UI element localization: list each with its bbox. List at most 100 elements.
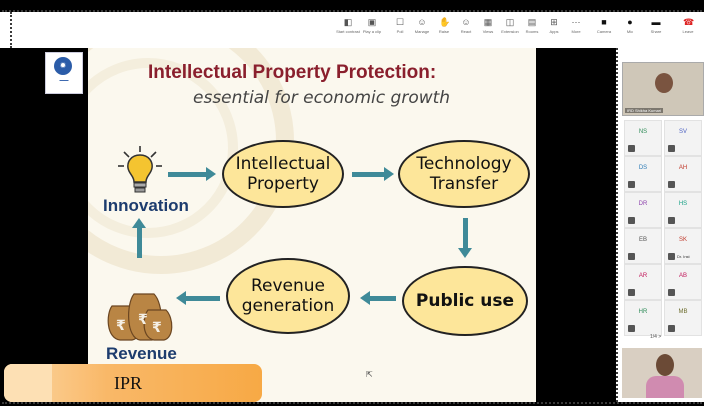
participant-tile[interactable]: AR bbox=[624, 264, 662, 300]
arrowhead-right-2 bbox=[384, 167, 394, 181]
public-use-node: Public use bbox=[402, 266, 528, 336]
gear-emblem-icon: ✹ bbox=[54, 57, 72, 75]
muted-mic-icon bbox=[668, 325, 675, 332]
muted-mic-icon bbox=[668, 253, 675, 260]
svg-text:₹: ₹ bbox=[138, 312, 148, 328]
participant-name: Dr. Inst bbox=[677, 254, 690, 259]
share-icon: ▬ bbox=[651, 17, 661, 27]
host-video-tile[interactable]: IRD Shikha Kumari bbox=[622, 62, 704, 116]
mouse-cursor-icon: ⇱ bbox=[366, 370, 373, 379]
leave-icon: ☎ bbox=[683, 17, 695, 27]
innovation-label: Innovation bbox=[103, 196, 189, 215]
participants-panel: IRD Shikha Kumari NS SV DS AH DR HS EB S… bbox=[616, 48, 704, 402]
participant-tile[interactable]: HS bbox=[664, 192, 702, 228]
muted-mic-icon bbox=[628, 181, 635, 188]
toolbar-apps-button[interactable]: ⊞Apps bbox=[549, 17, 559, 35]
arrowhead-left-1 bbox=[360, 291, 370, 305]
camera-icon: ■ bbox=[601, 17, 607, 27]
toolbar-poll-button[interactable]: ☐Poll bbox=[395, 17, 405, 35]
arrowhead-down bbox=[458, 248, 472, 258]
arrow-ip-to-tt bbox=[352, 172, 386, 177]
participant-tile[interactable]: DR bbox=[624, 192, 662, 228]
rev-line2: generation bbox=[241, 296, 335, 316]
mic-icon: ● bbox=[627, 17, 633, 27]
meeting-toolbar: ◧Start contrast ▣Play a clip ☐Poll ☺Mana… bbox=[0, 12, 704, 48]
participant-tile[interactable]: AH bbox=[664, 156, 702, 192]
revenue-label: Revenue bbox=[106, 344, 177, 363]
arrow-revgen-to-revenue bbox=[186, 296, 220, 301]
slide-subtitle: essential for economic growth bbox=[193, 88, 451, 108]
apps-icon: ⊞ bbox=[550, 17, 558, 27]
slide-background-swirl-inner bbox=[88, 58, 238, 238]
rooms-icon: ▤ bbox=[527, 17, 537, 27]
smile-icon: ☺ bbox=[461, 17, 471, 27]
tt-line2: Transfer bbox=[429, 174, 499, 194]
participant-tile[interactable]: MB bbox=[664, 300, 702, 336]
muted-mic-icon bbox=[668, 217, 675, 224]
participant-tile[interactable]: NS bbox=[624, 120, 662, 156]
money-bags-icon: ₹ ₹ ₹ bbox=[107, 293, 173, 341]
participant-initials: AB bbox=[678, 273, 687, 279]
arrow-revenue-to-innovation bbox=[137, 228, 142, 258]
participant-tile[interactable]: SK Dr. Inst bbox=[664, 228, 702, 264]
toolbar-leave-button[interactable]: ☎Leave bbox=[682, 17, 695, 35]
toolbar-share-button[interactable]: ▬Share bbox=[650, 17, 662, 35]
toolbar-mic-button[interactable]: ●Mic bbox=[626, 17, 634, 35]
self-view-video[interactable] bbox=[622, 348, 702, 398]
tt-line1: Technology bbox=[416, 154, 512, 174]
institute-logo: ✹ ▬▬▬ bbox=[45, 52, 83, 94]
toolbar-manage-button[interactable]: ☺Manage bbox=[414, 17, 430, 35]
muted-mic-icon bbox=[668, 181, 675, 188]
participant-initials: EB bbox=[638, 237, 647, 243]
grid-icon: ▦ bbox=[483, 17, 493, 27]
contrast-icon: ◧ bbox=[343, 17, 353, 27]
participant-initials: SK bbox=[678, 237, 687, 243]
participant-initials: DS bbox=[638, 165, 648, 171]
participant-tile[interactable]: SV bbox=[664, 120, 702, 156]
participant-tile[interactable]: AB bbox=[664, 264, 702, 300]
muted-mic-icon bbox=[668, 289, 675, 296]
participant-pager[interactable]: 1/4 > bbox=[650, 334, 662, 340]
toolbar-react-button[interactable]: ☺React bbox=[460, 17, 472, 35]
top-border bbox=[2, 10, 702, 12]
participant-initials: AR bbox=[638, 273, 648, 279]
participant-initials: MB bbox=[678, 309, 688, 315]
muted-mic-icon bbox=[628, 253, 635, 260]
toolbar-contrast-button[interactable]: ◧Start contrast bbox=[336, 17, 360, 35]
toolbar-clip-button[interactable]: ▣Play a clip bbox=[362, 17, 382, 35]
participant-initials: HR bbox=[638, 309, 648, 315]
toolbar-rooms-button[interactable]: ▤Rooms bbox=[525, 17, 539, 35]
toolbar-camera-button[interactable]: ■Camera bbox=[596, 17, 612, 35]
self-view-avatar bbox=[656, 354, 674, 376]
host-name: IRD Shikha Kumari bbox=[625, 108, 664, 113]
participant-initials: SV bbox=[678, 129, 687, 135]
ip-line1: Intellectual bbox=[235, 154, 331, 174]
participant-tile[interactable]: DS bbox=[624, 156, 662, 192]
toolbar-edge bbox=[0, 12, 12, 48]
participant-initials: DR bbox=[638, 201, 648, 207]
participant-tile[interactable]: EB bbox=[624, 228, 662, 264]
muted-mic-icon bbox=[628, 325, 635, 332]
toolbar-more-button[interactable]: ⋯More bbox=[571, 17, 581, 35]
rev-line1: Revenue bbox=[250, 276, 326, 296]
participant-tile[interactable]: HR bbox=[624, 300, 662, 336]
arrowhead-up bbox=[132, 218, 146, 228]
slide-title: Intellectual Property Protection: bbox=[148, 62, 437, 83]
toolbar-views-button[interactable]: ▦Views bbox=[482, 17, 494, 35]
svg-text:₹: ₹ bbox=[152, 320, 162, 336]
participant-initials: HS bbox=[678, 201, 688, 207]
lightbulb-icon bbox=[118, 146, 162, 193]
clip-icon: ▣ bbox=[367, 17, 377, 27]
host-avatar bbox=[655, 73, 673, 93]
toolbar-extension-button[interactable]: ◫Extension bbox=[501, 17, 519, 35]
caption-banner-edge bbox=[4, 364, 52, 402]
muted-mic-icon bbox=[668, 145, 675, 152]
extension-icon: ◫ bbox=[505, 17, 515, 27]
toolbar-raise-button[interactable]: ✋Raise bbox=[438, 17, 451, 35]
participant-initials: NS bbox=[638, 129, 648, 135]
arrow-innovation-to-ip bbox=[168, 172, 208, 177]
